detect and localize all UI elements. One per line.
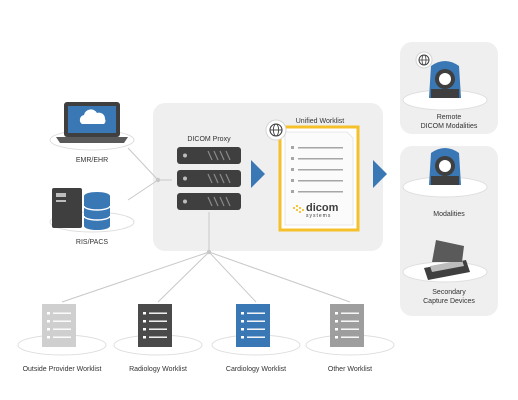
connector-lines — [61, 147, 351, 303]
worklist-document-icon — [330, 304, 364, 347]
globe-icon — [265, 119, 287, 141]
remote-label-line1: Remote — [436, 114, 462, 121]
outside-provider-worklist-label: Outside Provider Worklist — [22, 366, 102, 373]
scanner-machine-icon — [429, 148, 461, 185]
remote-label: Remote DICOM Modalities — [410, 113, 488, 131]
unified-worklist-document-icon — [278, 125, 360, 232]
emr-label: EMR/EHR — [75, 157, 109, 164]
cardiology-worklist-label: Cardiology Worklist — [225, 366, 287, 373]
server-rack-icon — [177, 147, 241, 210]
server-database-icon — [52, 188, 111, 230]
worklist-document-icon — [236, 304, 270, 347]
flatbed-scanner-icon — [424, 240, 470, 280]
proxy-label: DICOM Proxy — [187, 136, 231, 143]
ris-label: RIS/PACS — [75, 239, 109, 246]
junction-dot — [155, 177, 161, 183]
worklist-document-icon — [42, 304, 76, 347]
radiology-worklist-label: Radiology Worklist — [129, 366, 187, 373]
arrow-right-icon — [251, 160, 265, 188]
worklist-document-icon — [138, 304, 172, 347]
other-worklist-label: Other Worklist — [327, 366, 373, 373]
junction-dot — [206, 249, 212, 255]
capture-label-line1: Secondary — [432, 289, 466, 296]
arrow-right-icon — [373, 160, 387, 188]
modalities-label: Modalities — [433, 211, 465, 218]
worklist-title: Unified Worklist — [295, 118, 345, 125]
dicom-brand: dicom systems — [306, 202, 356, 220]
globe-icon — [415, 51, 433, 69]
remote-label-line2: DICOM Modalities — [420, 123, 478, 130]
dicom-logo-icon — [292, 204, 305, 214]
capture-label: Secondary Capture Devices — [410, 288, 488, 306]
laptop-cloud-icon — [56, 102, 128, 143]
brand-name: dicom — [306, 202, 339, 214]
scanner-machine-icon — [429, 61, 461, 98]
brand-sub: systems — [306, 213, 332, 219]
capture-label-line2: Capture Devices — [423, 298, 475, 305]
